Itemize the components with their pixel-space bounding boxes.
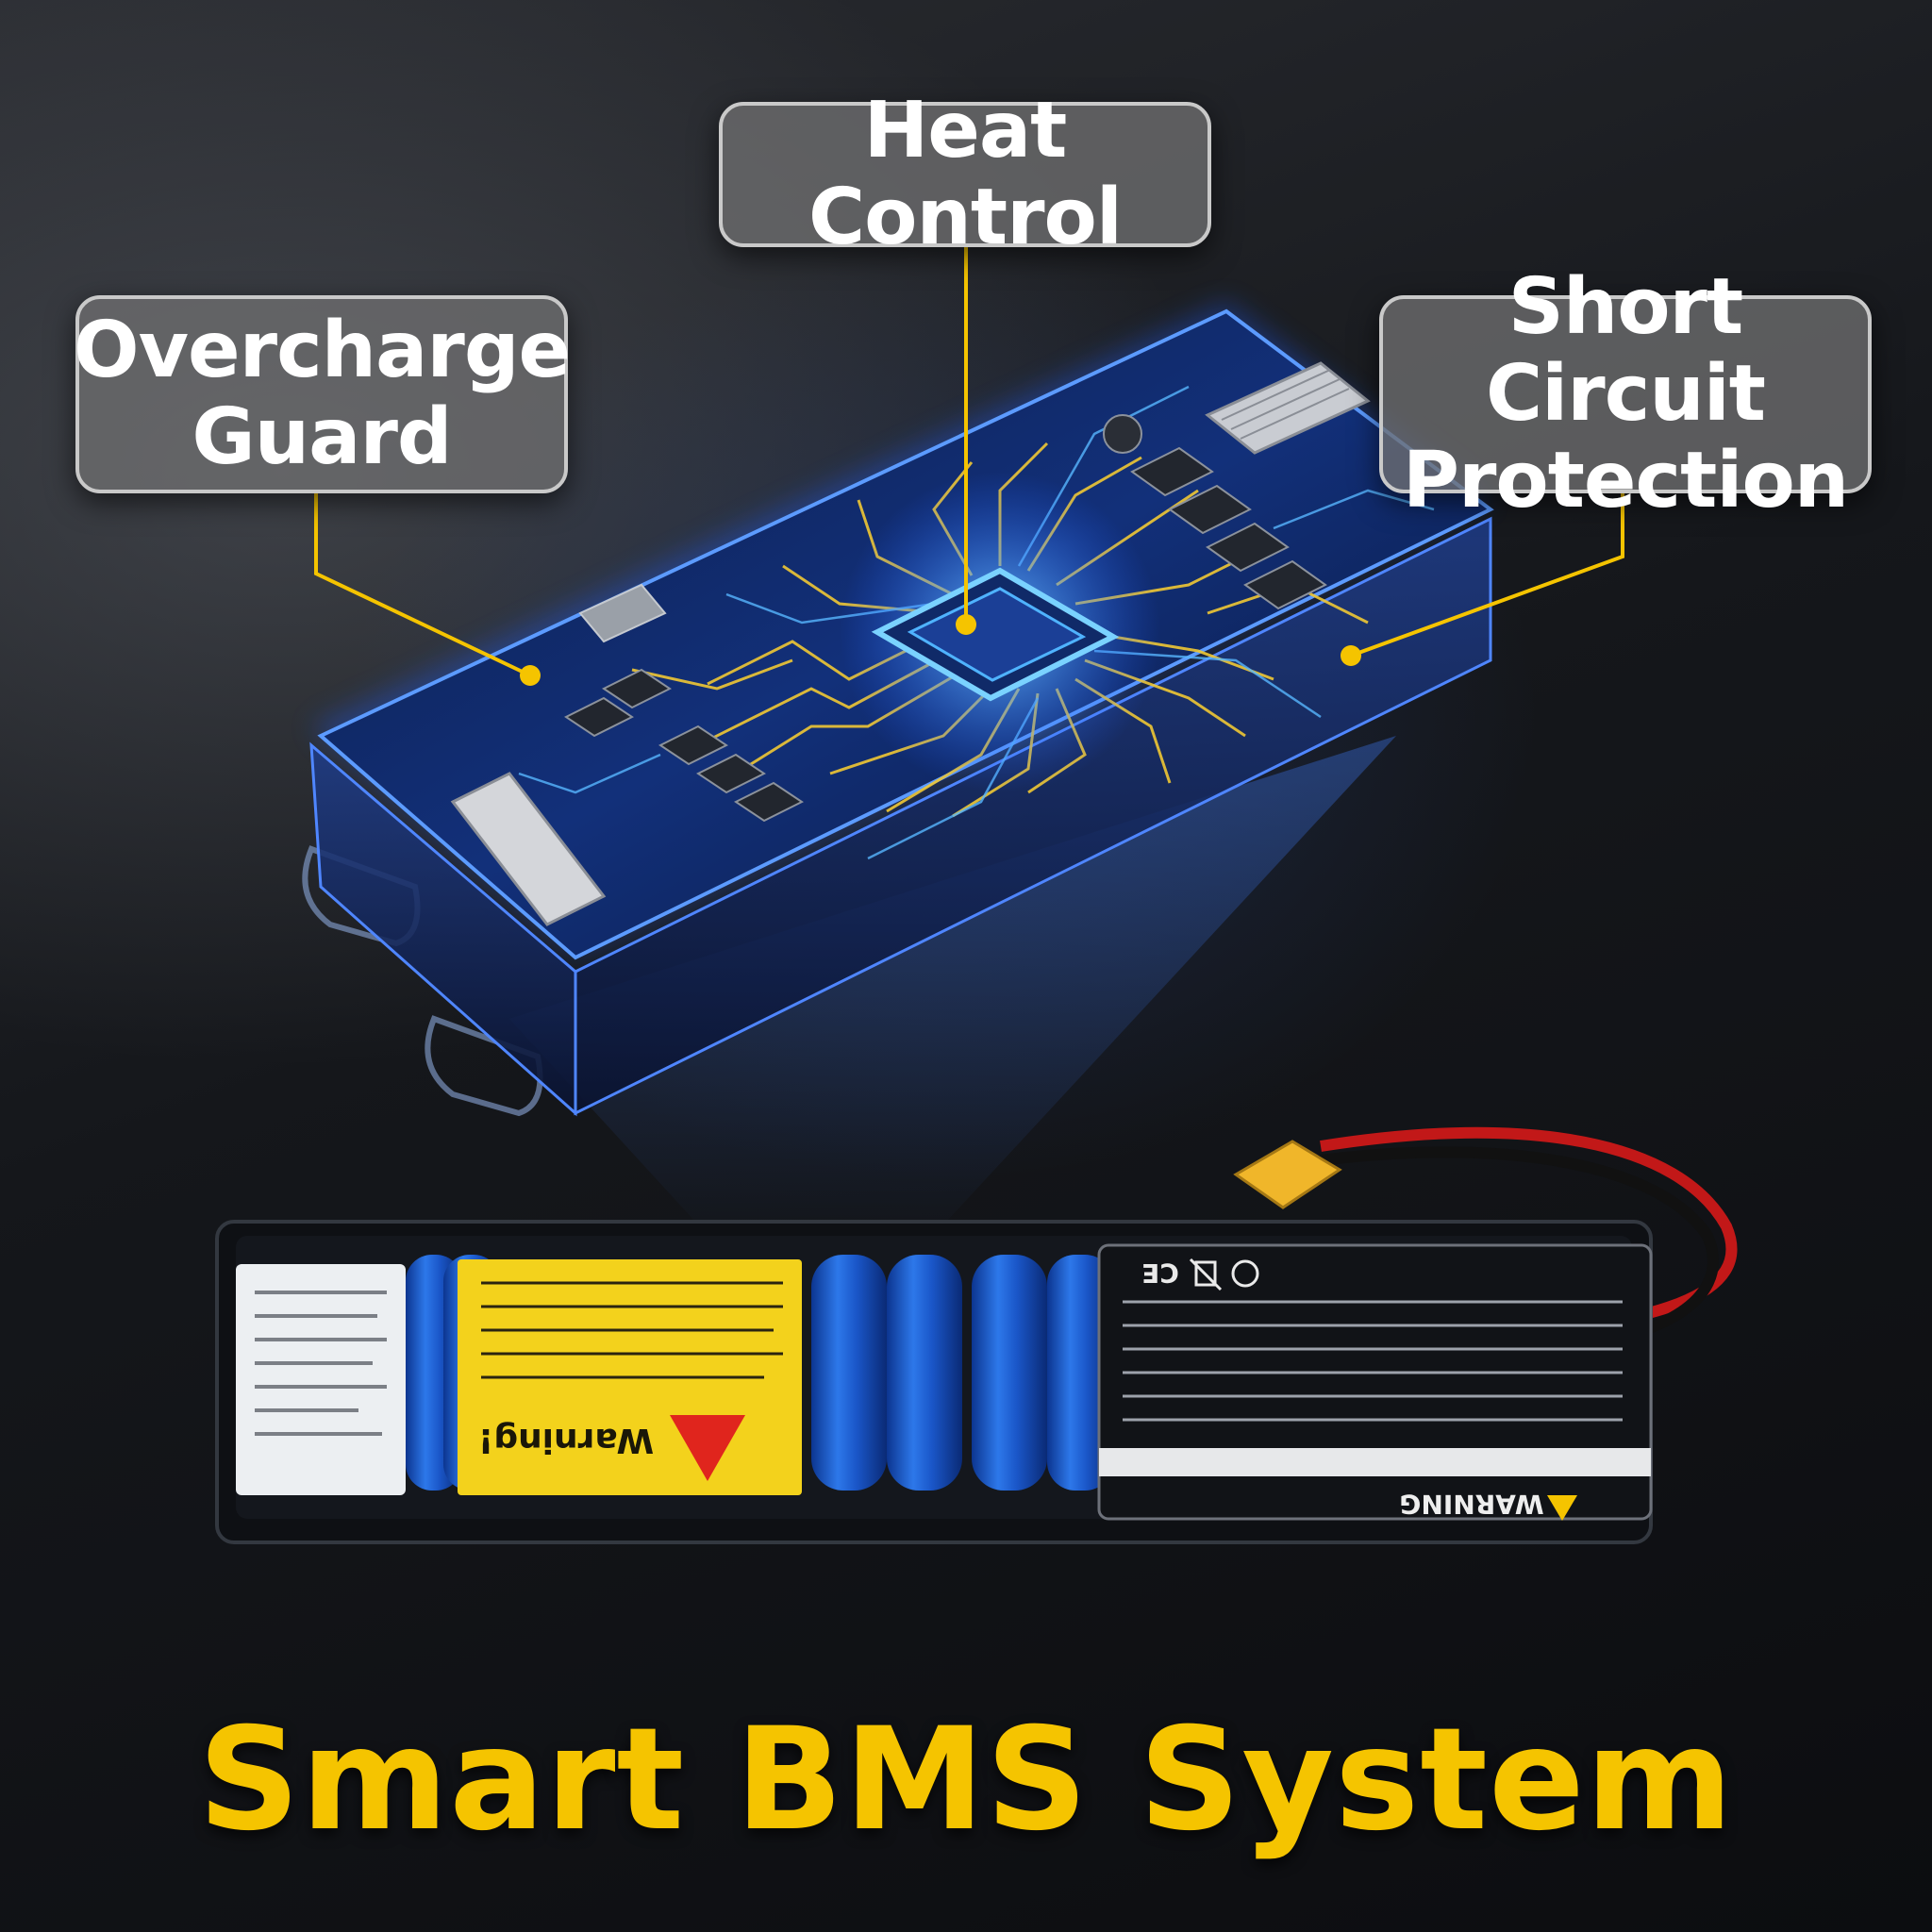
warning-sticker-text: Warning!: [478, 1421, 654, 1459]
light-beam: [509, 736, 1396, 1245]
no-trash-icon: [1189, 1257, 1223, 1291]
callout-short-line2: Protection: [1402, 435, 1849, 525]
callout-overcharge-guard: Overcharge Guard: [73, 295, 571, 493]
callout-overcharge-line1: Overcharge: [73, 306, 571, 396]
xt60-connector: [1233, 1140, 1342, 1209]
warning-triangle-icon: [670, 1415, 745, 1481]
spec-label: [236, 1264, 406, 1495]
callout-overcharge-line2: Guard: [192, 392, 452, 482]
headline-title: Smart BMS System: [197, 1698, 1735, 1862]
balance-connector: [450, 772, 607, 926]
recycle-icon: [1231, 1259, 1259, 1288]
ce-mark-icon: CE: [1141, 1257, 1179, 1289]
callout-leader-lines: [314, 247, 1624, 677]
battery-cells: [406, 1255, 1113, 1491]
callout-heat-control: Heat Control: [719, 88, 1211, 260]
callout-short-line1: Short Circuit: [1485, 262, 1766, 440]
callout-heat-control-text: Heat Control: [808, 86, 1123, 262]
callout-short-circuit-protection: Short Circuit Protection: [1379, 264, 1872, 524]
warning-panel: [1097, 1243, 1653, 1521]
warning-panel-text: WARNING: [1399, 1489, 1543, 1520]
battery-pack: Warning! CE WARNING: [215, 1126, 1738, 1544]
bms-module: [302, 302, 1494, 1117]
